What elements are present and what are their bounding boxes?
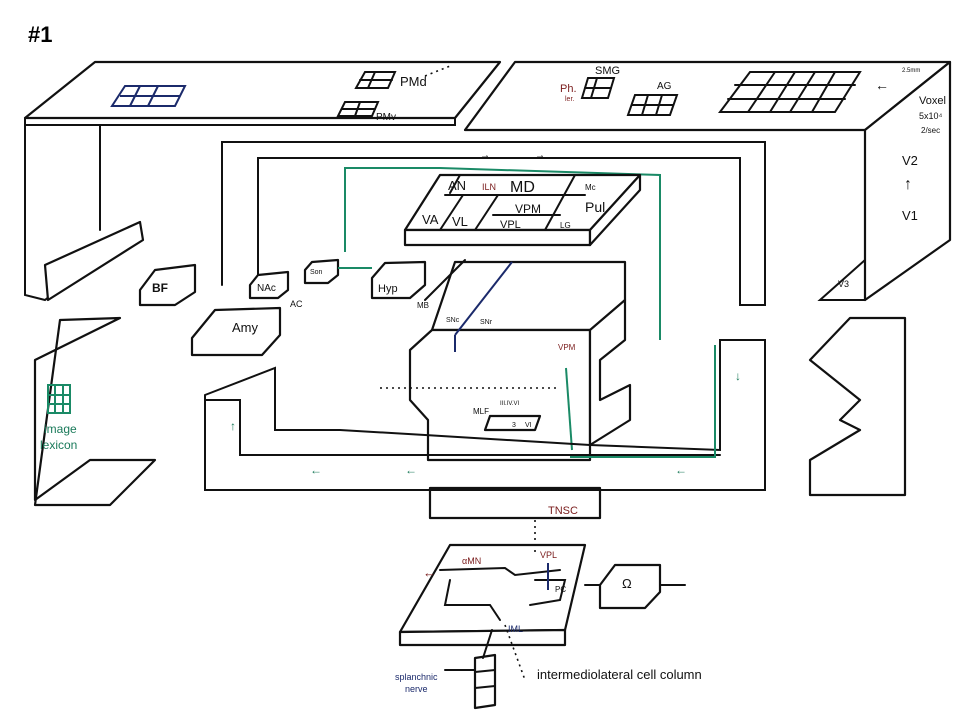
- pmd-label: PMd: [400, 74, 427, 89]
- svg-text:←: ←: [310, 463, 322, 477]
- image-label: image: [44, 422, 77, 436]
- md-label: MD: [510, 179, 535, 196]
- mlf-label: MLF: [473, 407, 489, 416]
- pul-label: Pul: [585, 199, 605, 215]
- receptor-label: Ω: [622, 576, 632, 591]
- voxel-label: Voxel: [919, 95, 946, 107]
- right-lobe: [808, 316, 907, 497]
- subcortical-nuclei: BF NAc Son Hyp AC Amy: [138, 258, 427, 357]
- svg-text:↑: ↑: [230, 419, 236, 433]
- voxel-count: 5x10⁴: [919, 111, 943, 121]
- lexicon-label: lexicon: [40, 438, 77, 452]
- pm-grid-d: [354, 71, 397, 89]
- svg-text:←: ←: [405, 463, 417, 477]
- n3-label: 3: [512, 422, 516, 429]
- pm-grid-1: [110, 85, 187, 107]
- v1-label: V1: [902, 208, 918, 223]
- nuclei-label: III.IV.VI: [500, 401, 519, 407]
- vpm-label: VPM: [515, 202, 541, 216]
- left-arrow-icon: ←: [875, 77, 889, 93]
- up-arrow-icon: ↑: [904, 176, 912, 193]
- pm-grid-v: [336, 101, 380, 117]
- spinal-cord: αMN VPL PC IML ← Ω splanchnic nerve inte…: [395, 520, 702, 710]
- iln-label: ILN: [482, 182, 496, 192]
- bf-label: BF: [152, 281, 168, 295]
- amy-label: Amy: [232, 320, 259, 335]
- nac-label: NAc: [257, 283, 276, 294]
- smg-grid: [580, 77, 616, 99]
- iml-full-label: intermediolateral cell column: [537, 667, 702, 682]
- tnsc-label: TNSC: [548, 505, 578, 517]
- voxel-size-label: 2.5mm: [902, 68, 920, 74]
- vpl-label: VPL: [500, 219, 521, 231]
- voxel-grid: [718, 71, 862, 113]
- ac-label: AC: [290, 299, 303, 309]
- svg-text:↓: ↓: [735, 369, 741, 383]
- left-lobe: image lexicon: [33, 316, 157, 507]
- nerve-label: nerve: [405, 684, 428, 694]
- svg-text:→: →: [535, 150, 545, 161]
- amn-label: αMN: [462, 556, 481, 566]
- iml-label: IML: [508, 624, 523, 634]
- va-label: VA: [422, 212, 439, 227]
- lower-pathway: ← ← ← ↓ ↑: [204, 339, 766, 491]
- smg-label: SMG: [595, 65, 620, 77]
- splanchnic-label: splanchnic: [395, 672, 438, 682]
- brainstem-vpm-label: VPM: [558, 343, 576, 352]
- v2-label: V2: [902, 153, 918, 168]
- ph-label: Ph.: [560, 83, 577, 95]
- mg-label: Mc: [585, 183, 596, 192]
- ler-label: ler.: [565, 96, 574, 103]
- mb-label: MB: [417, 301, 429, 310]
- snr-label: SNr: [480, 319, 493, 326]
- ag-grid: [626, 94, 679, 116]
- inner-arch: → →: [221, 141, 766, 340]
- brainstem: MB SNc SNr VPM MLF III.IV.VI 3 VI TNSC: [380, 259, 632, 520]
- ag-label: AG: [657, 81, 672, 92]
- son-label: Son: [310, 269, 323, 276]
- right-cortex-slab: SMG Ph. ler. AG 2.5mm Voxel 5x10⁴ 2/sec …: [463, 60, 952, 302]
- spinal-vpl-label: VPL: [540, 550, 557, 560]
- hyp-label: Hyp: [378, 283, 398, 295]
- pc-label: PC: [555, 585, 566, 594]
- an-label: AN: [448, 178, 466, 193]
- svg-text:→: →: [480, 150, 490, 161]
- left-cortex-slab: PMd PMv: [23, 60, 502, 302]
- vl-label: VL: [452, 214, 468, 229]
- thalamus: AN ILN MD Mc VA VL VPM VPL Pul LG: [403, 173, 642, 247]
- slide-number: #1: [28, 22, 52, 47]
- v3-label: V3: [838, 279, 849, 289]
- snc-label: SNc: [446, 317, 460, 324]
- svg-text:←: ←: [675, 463, 687, 477]
- pmv-label: PMv: [376, 112, 396, 123]
- n6-label: VI: [525, 422, 532, 429]
- voxel-rate: 2/sec: [921, 126, 940, 135]
- red-left-arrow-icon: ←: [423, 565, 436, 580]
- lg-label: LG: [560, 221, 571, 230]
